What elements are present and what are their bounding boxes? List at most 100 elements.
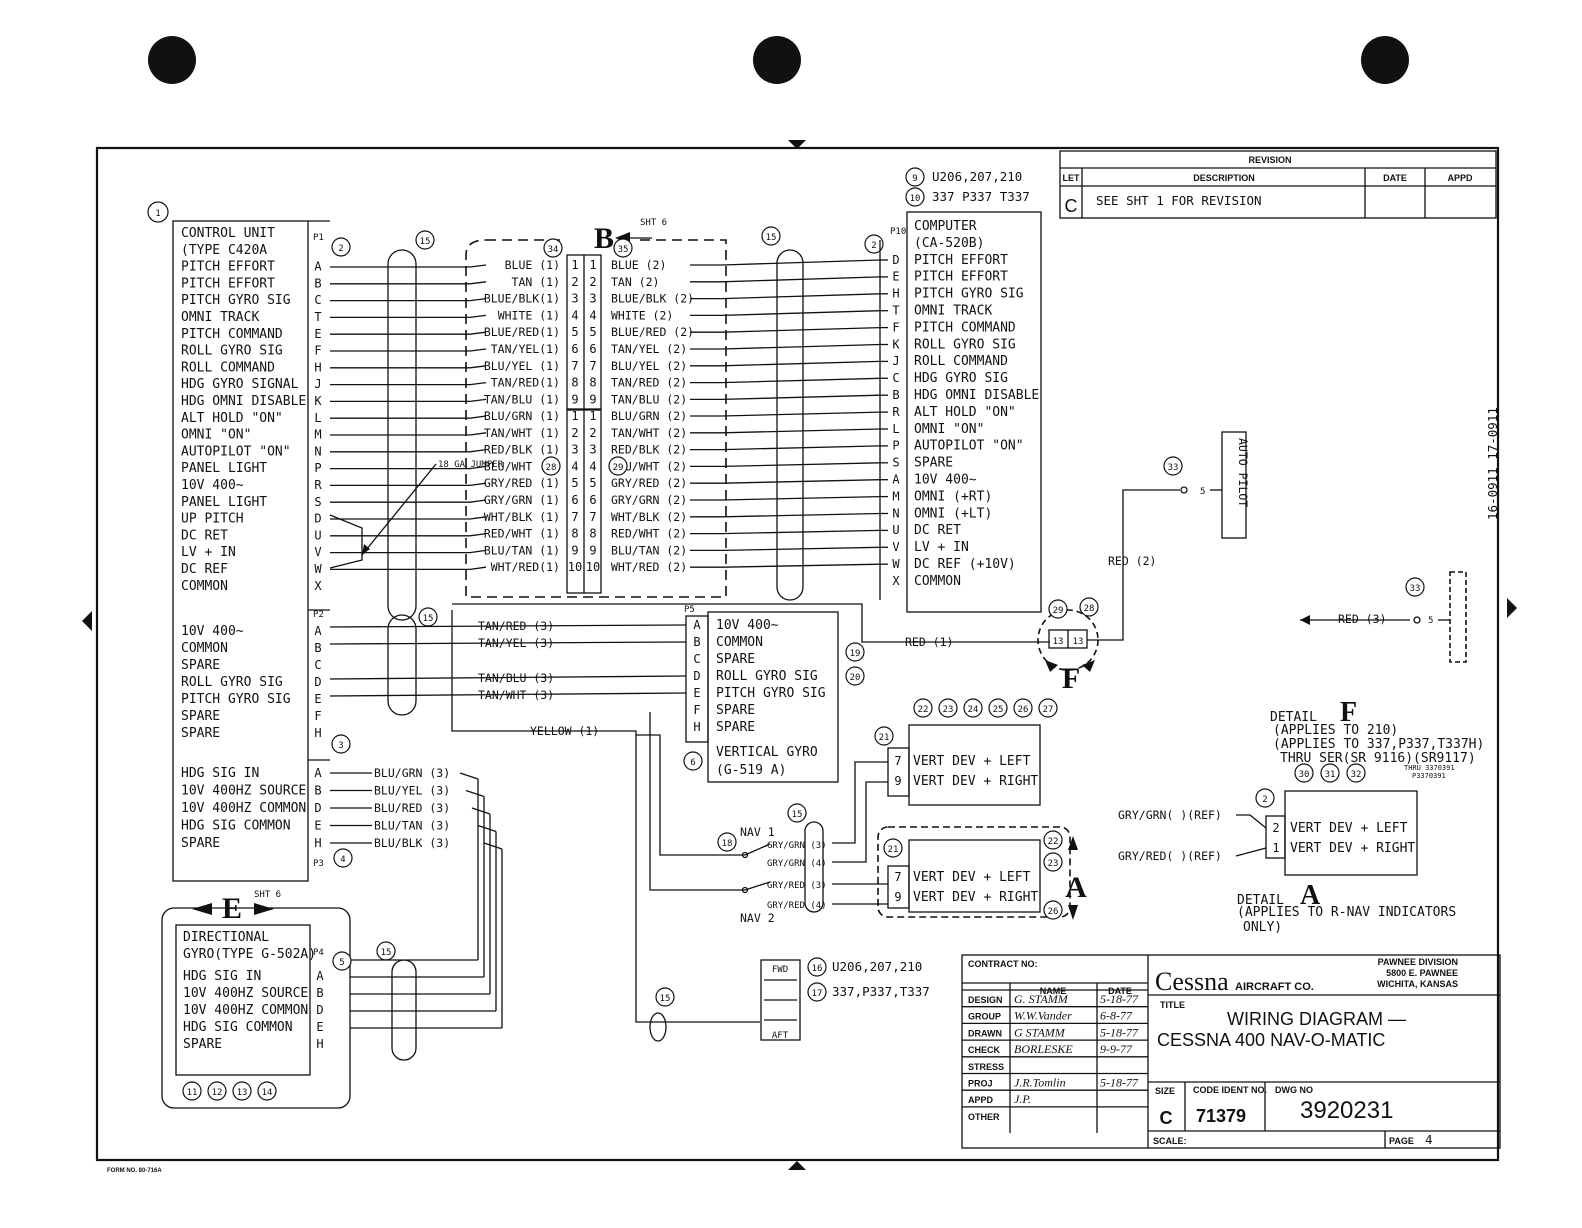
wire-label: TAN/RED (3) bbox=[478, 619, 554, 633]
svg-text:VERT DEV + RIGHT: VERT DEV + RIGHT bbox=[913, 774, 1038, 789]
svg-text:19: 19 bbox=[850, 649, 861, 659]
wire bbox=[329, 675, 687, 680]
red-3-label: RED (3) bbox=[1338, 612, 1386, 626]
wire bbox=[469, 297, 487, 302]
svg-text:THRU SER(SR 9116)(SR9117): THRU SER(SR 9116)(SR9117) bbox=[1280, 751, 1476, 766]
svg-text:5: 5 bbox=[339, 958, 344, 968]
wire bbox=[721, 276, 881, 283]
control-unit-box bbox=[172, 220, 309, 882]
center-mark-bottom bbox=[788, 1161, 806, 1170]
pin-number: 8 bbox=[589, 527, 596, 541]
tb-date: 5-18-77 bbox=[1100, 1025, 1139, 1039]
svg-text:9: 9 bbox=[912, 174, 917, 184]
pin-number: 7 bbox=[571, 510, 578, 524]
ref-callout-label: 27 bbox=[1043, 705, 1054, 715]
pin-function: HDG SIG COMMON bbox=[183, 1020, 293, 1035]
p2-wire-runs: TAN/RED (3)TAN/YEL (3)TAN/BLU (3)TAN/WHT… bbox=[329, 619, 687, 702]
ref-callout bbox=[232, 1081, 252, 1101]
pin-function: ROLL GYRO SIG bbox=[181, 675, 283, 690]
svg-text:P4: P4 bbox=[313, 948, 324, 958]
pin-letter: A bbox=[314, 260, 322, 274]
wire-label: TAN/WHT (3) bbox=[478, 688, 554, 702]
pin-function: PITCH GYRO SIG bbox=[914, 287, 1024, 302]
pin-number: 10 bbox=[586, 560, 600, 574]
ref-2-computer bbox=[864, 234, 884, 254]
wire-label-left: TAN/RED(1) bbox=[491, 376, 560, 390]
pin-function: COMMON bbox=[716, 635, 763, 650]
tb-role: CHECK bbox=[968, 1045, 1001, 1055]
wire-label: BLU/GRN (3) bbox=[374, 766, 450, 780]
wire bbox=[721, 512, 881, 518]
sheet-border bbox=[95, 146, 1500, 1162]
svg-text:ONLY): ONLY) bbox=[1243, 920, 1282, 935]
pin-function: OMNI "ON" bbox=[181, 428, 251, 443]
pin-function: COMPUTER bbox=[914, 219, 977, 234]
svg-text:33: 33 bbox=[1168, 463, 1179, 473]
wire bbox=[469, 348, 487, 352]
tb-role: STRESS bbox=[968, 1062, 1004, 1072]
pin-letter: C bbox=[892, 371, 899, 385]
cable-bundle-15 bbox=[387, 249, 824, 1061]
svg-text:2: 2 bbox=[871, 241, 876, 251]
pin-letter: P bbox=[314, 461, 321, 475]
red-2-label: RED (2) bbox=[1108, 554, 1156, 568]
pin-letter: E bbox=[892, 270, 899, 284]
pin-letter: B bbox=[314, 276, 321, 290]
svg-text:DETAIL: DETAIL bbox=[1237, 893, 1284, 908]
wire bbox=[469, 516, 487, 520]
tb-name: J.R.Tomlin bbox=[1014, 1076, 1066, 1090]
pin-letter: D bbox=[693, 669, 700, 683]
wire-label-left: BLUE/RED(1) bbox=[484, 325, 560, 339]
vertical-gyro-type: (G-519 A) bbox=[716, 763, 786, 778]
pin-letter: D bbox=[314, 801, 321, 815]
pin-letter: K bbox=[892, 337, 900, 351]
svg-text:5: 5 bbox=[1200, 487, 1205, 497]
svg-text:22: 22 bbox=[1048, 837, 1059, 847]
cessna-logo: Cessna bbox=[1155, 967, 1229, 996]
revision-block: REVISION LET DESCRIPTION DATE APPD C SEE… bbox=[1059, 150, 1497, 219]
svg-text:FWD: FWD bbox=[772, 965, 788, 975]
wire bbox=[469, 398, 487, 403]
pin-function: OMNI "ON" bbox=[914, 422, 984, 437]
wire-label-right: BLUE/BLK (2) bbox=[611, 292, 694, 306]
pin-number: 4 bbox=[589, 459, 596, 473]
pin-function: AUTOPILOT "ON" bbox=[914, 439, 1024, 454]
pin-number: 5 bbox=[589, 476, 596, 490]
pin-letter: A bbox=[314, 766, 322, 780]
svg-text:7: 7 bbox=[894, 870, 901, 884]
pin-letter: H bbox=[314, 726, 321, 740]
wire bbox=[721, 479, 881, 484]
pin-letter: W bbox=[314, 562, 322, 576]
pin-function: DC RET bbox=[181, 528, 228, 543]
svg-text:16: 16 bbox=[812, 964, 823, 974]
pin-function: SPARE bbox=[716, 720, 755, 735]
ref-callout bbox=[1038, 698, 1058, 718]
pin-function: (CA-520B) bbox=[914, 236, 984, 251]
pin-number: 7 bbox=[571, 359, 578, 373]
pin-letter: C bbox=[314, 293, 321, 307]
wire-label-right: WHITE (2) bbox=[611, 308, 673, 322]
svg-text:VERT DEV + RIGHT: VERT DEV + RIGHT bbox=[1290, 841, 1415, 856]
pin-number: 9 bbox=[589, 543, 596, 557]
wire-label: BLU/BLK (3) bbox=[374, 836, 450, 850]
wire-label-right: GRY/GRN (2) bbox=[611, 493, 687, 507]
pin-function: SPARE bbox=[181, 709, 220, 724]
pin-number: 5 bbox=[571, 476, 578, 490]
pin-function: 10V 400~ bbox=[716, 618, 779, 633]
pin-letter: F bbox=[314, 709, 321, 723]
wire-label-left: WHT/BLK (1) bbox=[484, 510, 560, 524]
pin-letter: X bbox=[892, 574, 900, 588]
wire-label-right: BLUE (2) bbox=[611, 258, 666, 272]
svg-text:GRY/GRN( )(REF): GRY/GRN( )(REF) bbox=[1118, 808, 1222, 822]
pin-letter: S bbox=[314, 495, 321, 509]
wire bbox=[459, 772, 479, 780]
wire-label-right: BLU/GRN (2) bbox=[611, 409, 687, 423]
wire bbox=[721, 428, 881, 434]
pin-function: ROLL GYRO SIG bbox=[716, 669, 818, 684]
pin-number: 7 bbox=[589, 359, 596, 373]
pin-function: AUTOPILOT "ON" bbox=[181, 444, 291, 459]
